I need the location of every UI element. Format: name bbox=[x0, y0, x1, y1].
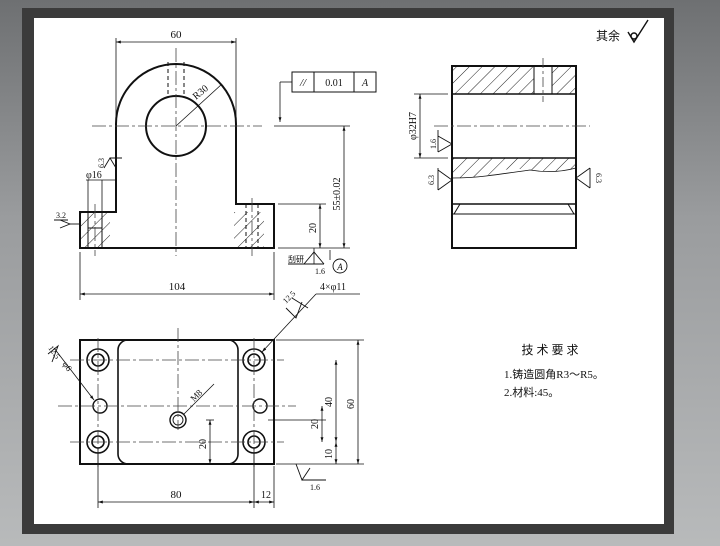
tech-req-item-1: 1.铸造圆角R3～R5。 bbox=[504, 367, 604, 381]
dim-60-right: 60 bbox=[346, 399, 357, 409]
dim-12: 12 bbox=[261, 490, 271, 501]
rough-6-3-side-left: 6.3 bbox=[427, 175, 436, 185]
rough-12-5-pin: 12.5 bbox=[46, 344, 61, 361]
dim-4xphi11: 4×φ11 bbox=[320, 282, 346, 293]
scrape-note: 刮研 bbox=[288, 254, 304, 264]
tolerance-datum: A bbox=[361, 78, 369, 89]
datum-a-label: A bbox=[336, 262, 343, 272]
engineering-drawing: 其余 60 bbox=[46, 19, 649, 508]
drawing-sheet: 其余 60 bbox=[34, 18, 664, 524]
dim-phi32h7: φ32H7 bbox=[408, 112, 419, 140]
top-view: 4×φ11 12.5 φ6 12.5 M8 20 20 40 60 10 bbox=[46, 282, 364, 508]
rough-6-3-front: 6.3 bbox=[97, 158, 106, 168]
dim-phi16: φ16 bbox=[86, 170, 102, 181]
dim-60-top: 60 bbox=[171, 29, 183, 41]
roughness-symbol-icon bbox=[47, 344, 59, 363]
rough-1-6-side: 1.6 bbox=[429, 139, 438, 149]
dim-40: 40 bbox=[324, 397, 335, 407]
tech-req-title: 技 术 要 求 bbox=[521, 343, 578, 357]
tolerance-value: 0.01 bbox=[325, 78, 343, 89]
dim-20-center: 20 bbox=[198, 439, 209, 449]
front-view: 60 R30 55±0.02 20 104 φ16 6.3 3.2 bbox=[54, 29, 350, 300]
rough-6-3-side-right: 6.3 bbox=[594, 173, 603, 183]
dim-20-front: 20 bbox=[308, 223, 319, 233]
dim-55: 55±0.02 bbox=[332, 178, 343, 211]
side-view: φ32H7 1.6 6.3 6.3 bbox=[408, 58, 603, 249]
dim-r30: R30 bbox=[191, 83, 211, 102]
roughness-symbol-icon bbox=[575, 167, 591, 189]
tech-req-item-2: 2.材料:45。 bbox=[504, 385, 559, 399]
rough-3-2-front: 3.2 bbox=[56, 211, 66, 220]
tolerance-frame: // 0.01 A bbox=[278, 71, 377, 122]
rough-1-6-top: 1.6 bbox=[310, 483, 320, 492]
datum-circle bbox=[332, 258, 348, 274]
dim-80: 80 bbox=[171, 489, 183, 501]
roughness-symbol-icon bbox=[295, 463, 326, 481]
roughness-check-icon bbox=[627, 19, 649, 44]
dim-20-right: 20 bbox=[310, 419, 321, 429]
dim-10: 10 bbox=[324, 449, 335, 459]
roughness-symbol-icon bbox=[54, 219, 80, 229]
rough-12-5-holes: 12.5 bbox=[281, 289, 297, 305]
roughness-symbol-icon bbox=[285, 297, 309, 319]
front-outline bbox=[79, 63, 275, 249]
side-outline bbox=[451, 65, 577, 249]
roughness-other-label: 其余 bbox=[596, 28, 620, 43]
dim-104: 104 bbox=[169, 281, 186, 293]
roughness-symbol-icon bbox=[437, 130, 453, 153]
technical-requirements: 技 术 要 求 1.铸造圆角R3～R5。 2.材料:45。 bbox=[504, 343, 604, 399]
rough-1-6-front: 1.6 bbox=[315, 267, 325, 276]
roughness-symbol-icon bbox=[437, 168, 453, 191]
front-right-section bbox=[234, 212, 264, 248]
parallelism-symbol: // bbox=[299, 77, 307, 89]
roughness-symbol-icon bbox=[288, 251, 325, 265]
dim-m8: M8 bbox=[188, 387, 204, 403]
roughness-symbol-icon bbox=[103, 157, 122, 169]
